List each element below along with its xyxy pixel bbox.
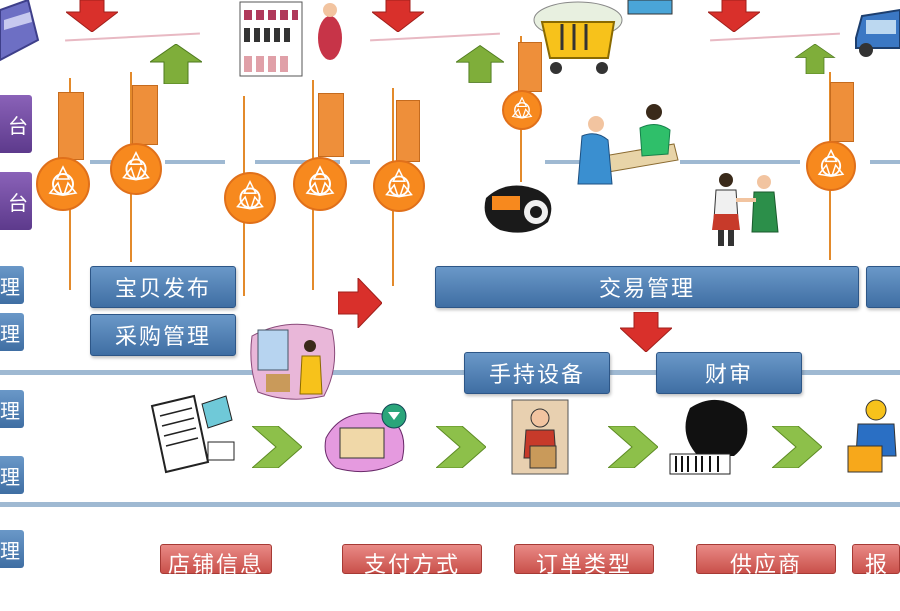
tab-shop-info[interactable]: 店铺信息 <box>160 544 272 578</box>
tab-report[interactable]: 报表 <box>852 544 900 610</box>
delivery-man-illustration <box>511 399 569 475</box>
side-label-3[interactable]: 理 <box>0 266 24 304</box>
product-display-illustration <box>239 1 342 77</box>
flow-line-top <box>90 160 900 164</box>
side-label-2[interactable]: 台 <box>0 172 32 230</box>
orange-gear-icon <box>373 160 425 212</box>
orange-gear-icon <box>36 157 90 211</box>
red-down-arrow-icon <box>66 0 118 32</box>
top-divider-1 <box>65 32 200 42</box>
red-down-arrow-icon <box>708 0 760 32</box>
tab-order-type[interactable]: 订单类型 <box>514 544 654 578</box>
trade-module[interactable]: 交易管理 <box>435 266 859 308</box>
side-label-6[interactable]: 理 <box>0 456 24 494</box>
orange-gear-icon <box>806 141 856 191</box>
barcode-scanner-illustration <box>669 399 748 475</box>
side-label-4[interactable]: 理 <box>0 313 24 351</box>
shopping-cart-illustration <box>533 0 673 74</box>
tab-payment-method[interactable]: 支付方式 <box>342 544 482 578</box>
red-right-arrow-icon <box>338 278 382 328</box>
level-bar <box>396 100 420 162</box>
green-chevron-icon <box>608 426 658 468</box>
printer-illustration <box>324 403 407 473</box>
level-bar <box>58 92 84 160</box>
publish-module[interactable]: 宝贝发布 <box>90 266 236 308</box>
telephone-illustration <box>484 185 552 233</box>
level-bar <box>518 42 542 92</box>
top-divider-2 <box>370 32 500 42</box>
handshake-illustration <box>712 173 779 246</box>
side-label-5[interactable]: 理 <box>0 390 24 428</box>
level-bar <box>132 85 158 145</box>
tab-supplier[interactable]: 供应商 <box>696 544 836 578</box>
side-label-7[interactable]: 理 <box>0 530 24 568</box>
handheld-module[interactable]: 手持设备 <box>464 352 610 394</box>
orange-gear-icon <box>502 90 542 130</box>
audit-module[interactable]: 财审 <box>656 352 802 394</box>
top-divider-3 <box>710 32 840 42</box>
cashier-illustration <box>577 104 679 185</box>
green-chevron-icon <box>252 426 302 468</box>
orange-gear-icon <box>110 143 162 195</box>
green-chevron-icon <box>772 426 822 468</box>
warehouse-illustration <box>250 323 336 400</box>
flow-line-lower <box>0 502 900 507</box>
flow-line-middle <box>0 370 900 375</box>
red-down-arrow-icon <box>372 0 424 32</box>
next-module-stub[interactable] <box>866 266 900 308</box>
red-down-arrow-icon <box>620 312 672 352</box>
building-icon <box>0 0 40 62</box>
orange-gear-icon <box>293 157 347 211</box>
side-label-1[interactable]: 台 <box>0 95 32 153</box>
level-bar <box>318 93 344 157</box>
car-illustration <box>855 8 900 57</box>
green-up-arrow-icon <box>456 44 504 83</box>
purchase-module[interactable]: 采购管理 <box>90 314 236 356</box>
loading-goods-illustration <box>847 399 897 473</box>
document-illustration <box>150 394 235 474</box>
green-up-arrow-icon <box>794 44 836 74</box>
green-up-arrow-icon <box>150 44 202 84</box>
orange-gear-icon <box>224 172 276 224</box>
green-chevron-icon <box>436 426 486 468</box>
level-bar <box>830 82 854 142</box>
